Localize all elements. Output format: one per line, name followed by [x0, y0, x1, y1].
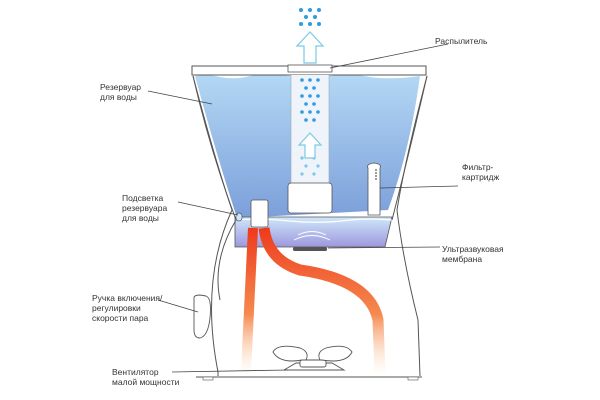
- label-filter: Фильтр- картридж: [462, 162, 500, 182]
- label-reservoir-light: Подсветка резервуара для воды: [122, 193, 168, 223]
- label-knob: Ручка включения/ регулировки скорости па…: [92, 293, 163, 323]
- membrane-tray: [234, 216, 393, 248]
- air-outlet-block: [250, 199, 269, 228]
- steam-dots-column: [300, 78, 320, 176]
- power-knob: [193, 294, 211, 339]
- steam-dots-top: [299, 8, 321, 26]
- warm-air-flow: [241, 227, 386, 373]
- ultrasonic-membrane: [293, 247, 327, 251]
- atomizer-block: [287, 182, 333, 214]
- label-fan: Вентилятор малой мощности: [112, 367, 180, 387]
- leader-lines: [147, 43, 459, 373]
- label-atomizer: Распылитель: [435, 36, 488, 46]
- atomizer-cap: [287, 64, 333, 73]
- up-arrow-icon: [297, 132, 323, 159]
- label-membrane: Ультразвуковая мембрана: [442, 244, 504, 264]
- fan: [272, 345, 353, 371]
- up-arrow-icon: [295, 31, 325, 64]
- label-reservoir: Резервуар для воды: [100, 82, 142, 102]
- reservoir-light: [235, 212, 243, 222]
- atomizer-column: [291, 75, 329, 185]
